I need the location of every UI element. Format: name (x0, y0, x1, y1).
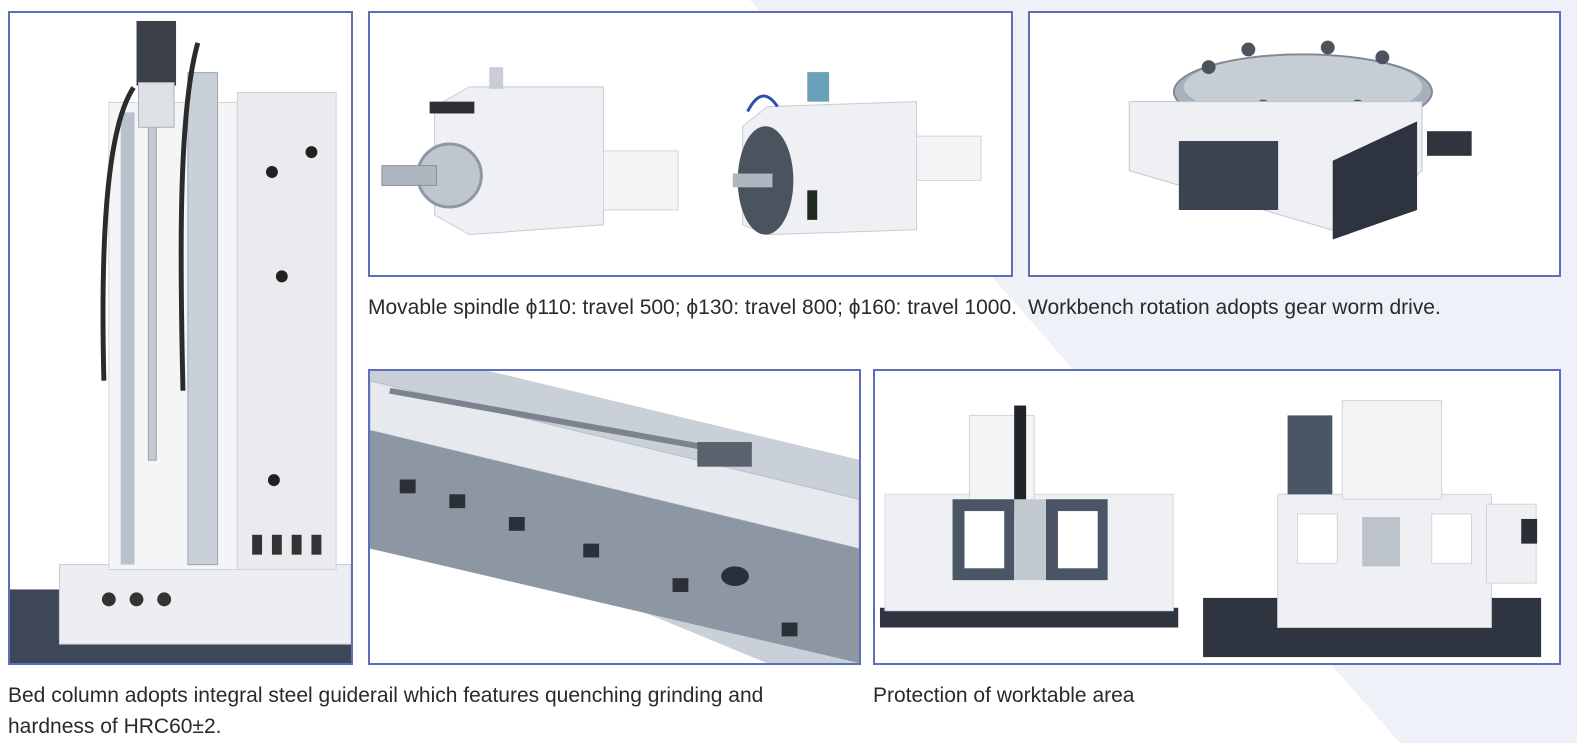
workbench-caption: Workbench rotation adopts gear worm driv… (1028, 296, 1441, 319)
column-photo (8, 11, 353, 665)
guiderail-photo (368, 369, 861, 665)
spindle-caption: Movable spindle ϕ110: travel 500; ϕ130: … (368, 296, 1017, 319)
workbench-photo (1028, 11, 1561, 277)
protection-photo (873, 369, 1561, 665)
protection-caption: Protection of worktable area (873, 684, 1135, 707)
spindle-photo (368, 11, 1013, 277)
bed-column-caption: Bed column adopts integral steel guidera… (8, 684, 764, 738)
